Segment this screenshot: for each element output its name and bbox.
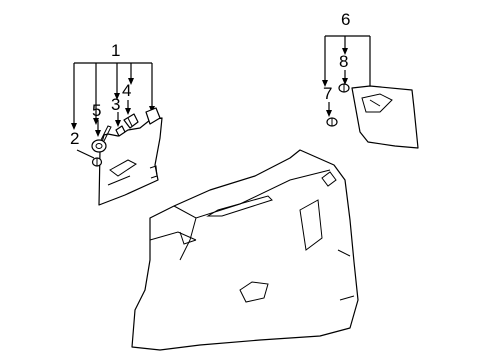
fastener-7 bbox=[326, 117, 338, 127]
callout-1: 1 bbox=[111, 41, 120, 60]
arrowhead-icon bbox=[115, 120, 121, 127]
callout-3: 3 bbox=[111, 95, 120, 114]
callout-8: 8 bbox=[339, 52, 348, 71]
callout-5: 5 bbox=[92, 101, 101, 120]
arrowhead-icon bbox=[128, 78, 134, 85]
arrowhead-icon bbox=[322, 80, 328, 87]
bracket-4 bbox=[123, 113, 139, 129]
leader-group-1 bbox=[73, 62, 153, 125]
arrowhead-icon bbox=[93, 118, 99, 125]
arrowhead-icon bbox=[125, 108, 131, 115]
grommet-5 bbox=[91, 125, 112, 153]
fastener-clip-2 bbox=[91, 157, 103, 167]
clip-3 bbox=[115, 125, 126, 137]
arrowhead-icon bbox=[342, 78, 348, 85]
callout-2: 2 bbox=[70, 129, 79, 148]
right-upper-trim-panel bbox=[351, 85, 419, 149]
arrowhead-icon bbox=[71, 123, 77, 130]
leader-2 bbox=[76, 149, 95, 159]
arrowhead-icon bbox=[114, 93, 120, 100]
callout-7: 7 bbox=[323, 84, 332, 103]
fastener-8 bbox=[338, 83, 350, 93]
arrowhead-icon bbox=[326, 110, 332, 117]
arrowhead-icon bbox=[95, 130, 101, 137]
callout-4: 4 bbox=[122, 81, 131, 100]
quarter-trim-panel bbox=[131, 149, 359, 351]
cap-upper-1 bbox=[145, 107, 161, 125]
leader-group-6 bbox=[324, 35, 371, 88]
callout-6: 6 bbox=[341, 10, 350, 29]
arrowhead-icon bbox=[342, 48, 348, 55]
